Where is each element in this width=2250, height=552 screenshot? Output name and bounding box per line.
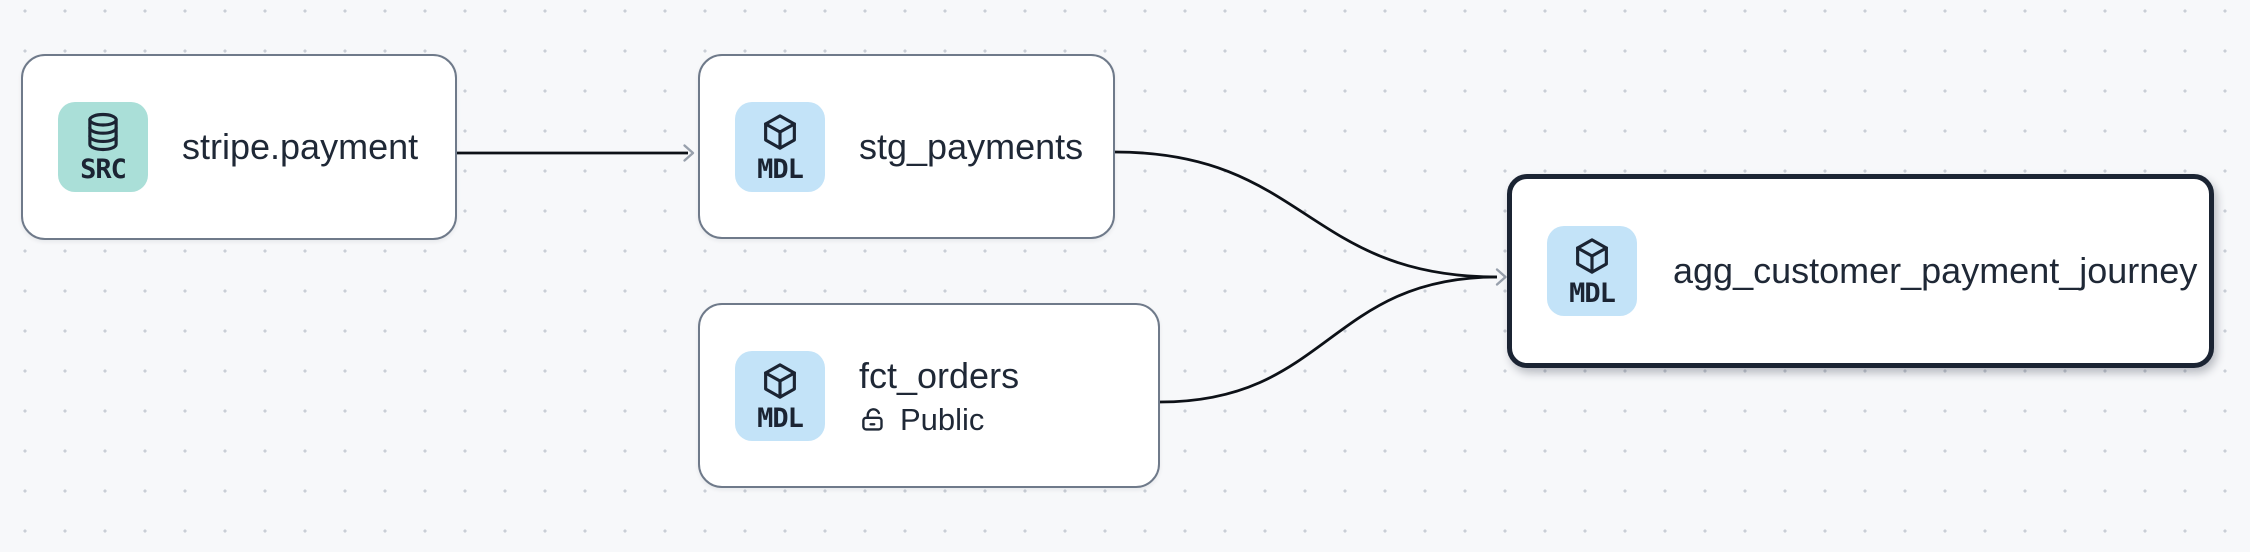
access-row: Public <box>859 402 1019 438</box>
cube-icon <box>764 113 796 150</box>
badge-label: SRC <box>80 154 127 185</box>
node-title: stg_payments <box>859 125 1084 167</box>
arrowhead-into-stg-payments <box>683 144 695 162</box>
model-type-badge: MDL <box>735 350 825 441</box>
model-type-badge: MDL <box>1547 226 1637 316</box>
database-icon <box>88 112 118 152</box>
node-title: fct_orders <box>859 354 1020 396</box>
node-stripe-payment[interactable]: SRC stripe.payment <box>21 54 457 240</box>
cube-icon <box>1576 238 1608 274</box>
node-title: agg_customer_payment_journey <box>1673 250 2198 292</box>
node-fct-orders[interactable]: MDL fct_orders Public <box>698 303 1160 488</box>
node-text-block: fct_orders Public <box>859 354 1019 437</box>
edge-stg-payments-to-agg <box>1114 150 1498 279</box>
model-type-badge: MDL <box>735 101 825 192</box>
edge-fct-orders-to-agg <box>1159 275 1498 404</box>
badge-label: MDL <box>757 402 804 434</box>
node-stg-payments[interactable]: MDL stg_payments <box>698 54 1115 239</box>
cube-icon <box>764 362 796 399</box>
source-type-badge: SRC <box>58 102 148 192</box>
unlock-icon <box>862 408 883 431</box>
badge-label: MDL <box>1569 278 1616 309</box>
node-agg-customer-payment-journey[interactable]: MDL agg_customer_payment_journey <box>1507 174 2214 368</box>
badge-label: MDL <box>757 153 804 185</box>
arrowhead-into-agg <box>1495 268 1507 286</box>
node-title: stripe.payment <box>182 126 419 168</box>
access-label: Public <box>900 402 985 438</box>
